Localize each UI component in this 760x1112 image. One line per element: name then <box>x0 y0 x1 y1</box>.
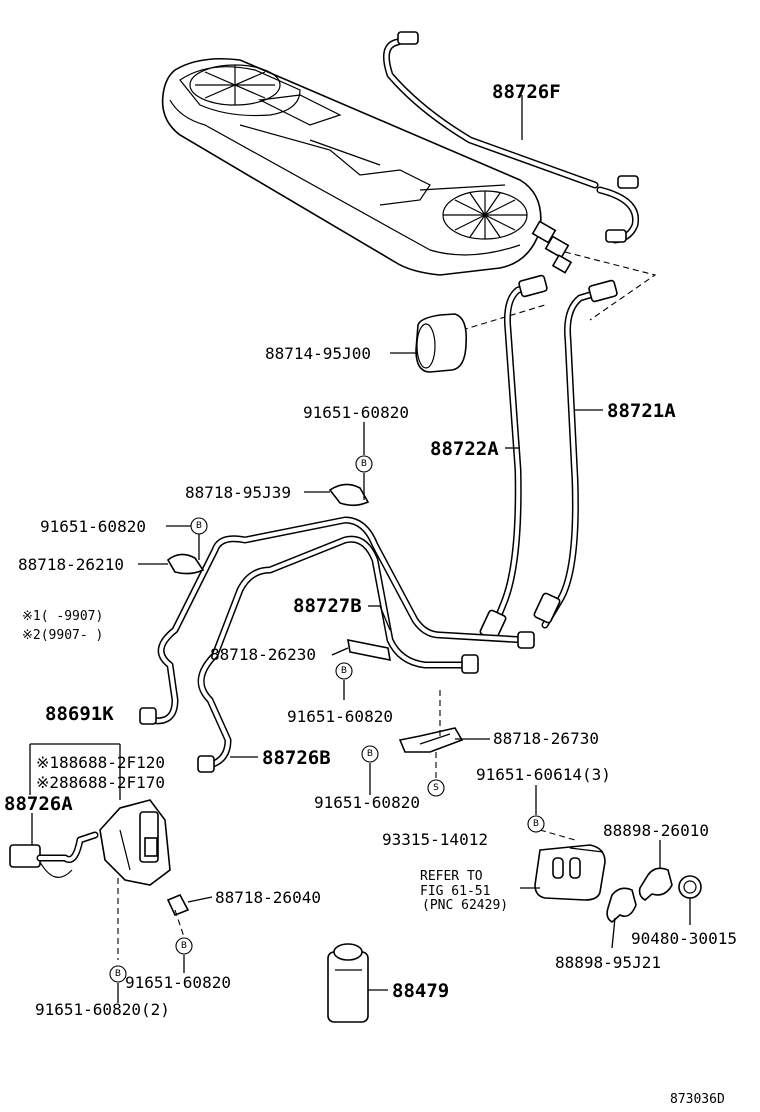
refer-line-2: FIG 61-51 <box>420 884 490 899</box>
dashed-leader-gasket <box>539 829 576 841</box>
label-91651-low: 91651-60820 <box>314 793 420 812</box>
svg-text:S: S <box>433 783 439 793</box>
svg-text:B: B <box>533 819 539 829</box>
label-88718-26730: 88718-26730 <box>493 729 599 748</box>
label-88726b: 88726B <box>262 747 331 769</box>
pipe-88722a <box>479 274 548 641</box>
label-93315: 93315-14012 <box>382 830 488 849</box>
grommet-88898-26010 <box>638 867 673 901</box>
label-88718-95j39: 88718-95J39 <box>185 483 291 502</box>
clamp-88718-26210 <box>166 553 205 575</box>
pipe-88726b <box>139 535 535 773</box>
label-88726a: 88726A <box>4 793 73 815</box>
label-88721a: 88721A <box>607 400 676 422</box>
label-91651-b1: 91651-60820 <box>125 973 231 992</box>
fan-grille-right <box>442 190 528 240</box>
badge-b-top: B <box>355 455 373 473</box>
refer-line-1: REFER TO <box>420 869 483 884</box>
label-88727b: 88727B <box>293 595 362 617</box>
label-91651-60614: 91651-60614(3) <box>476 765 611 784</box>
label-91651-mid: 91651-60820 <box>287 707 393 726</box>
label-88898-95j21: 88898-95J21 <box>555 953 661 972</box>
clamp-88718-26040 <box>166 893 190 917</box>
label-88714-95j00: 88714-95J00 <box>265 344 371 363</box>
badge-s-screw: S <box>427 779 445 797</box>
badge-b-gasket: B <box>527 815 545 833</box>
grommet-88898-95j21 <box>606 887 637 923</box>
label-88718-26040: 88718-26040 <box>215 888 321 907</box>
label-88479: 88479 <box>392 980 449 1002</box>
svg-text:B: B <box>115 969 121 979</box>
svg-text:B: B <box>181 941 187 951</box>
label-88898-26010: 88898-26010 <box>603 821 709 840</box>
badge-b-block: B <box>109 965 127 983</box>
pipe-88721a <box>533 279 618 629</box>
label-88688-1: ※188688-2F120 <box>36 753 165 772</box>
badge-b-bracket: B <box>361 745 379 763</box>
clamp-88718-95j39 <box>328 483 370 507</box>
note-2: ※2(9907- ) <box>22 628 103 643</box>
refer-line-3: (PNC 62429) <box>422 898 508 913</box>
svg-text:B: B <box>196 521 202 531</box>
badge-b-clamp-low: B <box>175 937 193 955</box>
cap-90480-30015 <box>678 875 702 899</box>
label-88691k: 88691K <box>45 703 114 725</box>
cooling-unit-housing <box>161 57 573 276</box>
label-90480-30015: 90480-30015 <box>631 929 737 948</box>
oil-bottle-88479 <box>327 943 369 1023</box>
clamp-88718-26230 <box>347 638 391 662</box>
note-1: ※1( -9907) <box>22 609 103 624</box>
badge-b-mid: B <box>335 662 353 680</box>
label-88722a: 88722A <box>430 438 499 460</box>
pipe-88727b <box>146 516 529 725</box>
dashed-connection-grommet <box>461 304 546 331</box>
label-88688-2: ※288688-2F170 <box>36 773 165 792</box>
grommet-88714 <box>415 313 468 373</box>
gasket-plate <box>534 844 606 901</box>
svg-text:B: B <box>361 459 367 469</box>
svg-text:B: B <box>367 749 373 759</box>
dashed-leader-clamp <box>174 909 186 941</box>
label-88718-26210: 88718-26210 <box>18 555 124 574</box>
drain-hose-88726f <box>382 31 640 244</box>
unit-fittings <box>531 220 573 274</box>
badge-b-left: B <box>190 517 208 535</box>
label-91651-left: 91651-60820 <box>40 517 146 536</box>
valve-88726a <box>9 831 99 878</box>
label-88718-26230: 88718-26230 <box>210 645 316 664</box>
svg-text:B: B <box>341 666 347 676</box>
fan-grille-left <box>189 64 281 106</box>
bracket-88718-26730 <box>398 727 464 753</box>
label-88726f: 88726F <box>492 81 561 103</box>
evaporator-block-88691k <box>99 799 171 886</box>
dashed-connection-top <box>564 251 657 321</box>
label-91651-b2: 91651-60820(2) <box>35 1000 170 1019</box>
leader-lines <box>29 95 691 1003</box>
label-91651-top: 91651-60820 <box>303 403 409 422</box>
diagram-code: 873036D <box>670 1092 725 1107</box>
